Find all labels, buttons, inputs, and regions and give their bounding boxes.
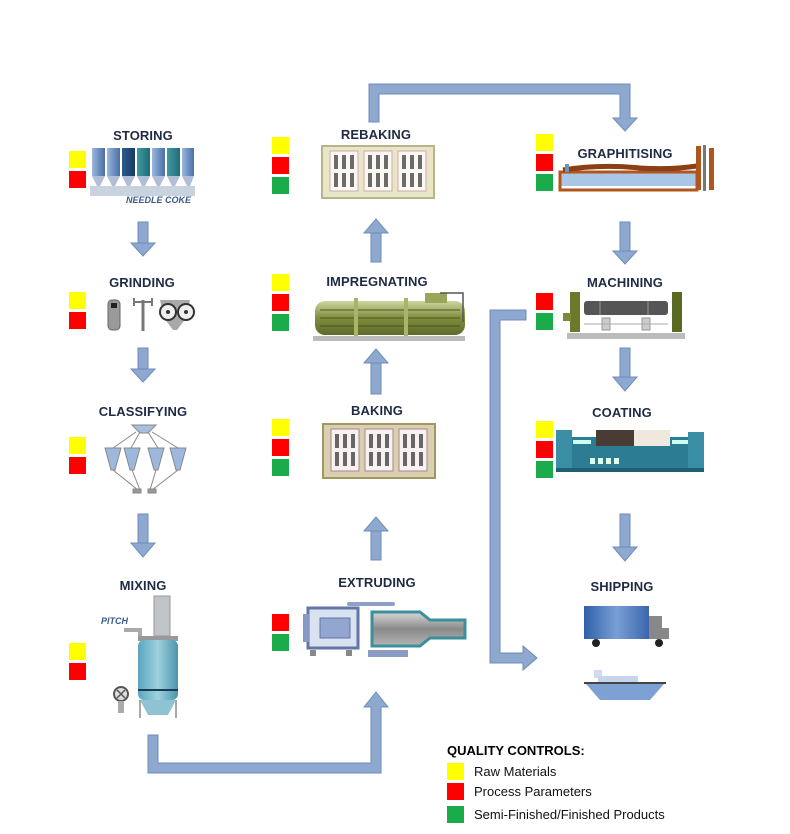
- step-label-storing: STORING: [113, 128, 173, 143]
- qc-marker-baking-process: [272, 439, 289, 456]
- arrow-coating-to-shipping: [611, 513, 639, 562]
- legend-label: Semi-Finished/Finished Products: [474, 806, 665, 822]
- grinding-mills-icon: [107, 298, 195, 331]
- arrow-grinding-to-classifying: [129, 347, 157, 383]
- step-label-grinding: GRINDING: [109, 275, 175, 290]
- step-label-mixing: MIXING: [119, 578, 167, 593]
- qc-marker-coating-raw: [536, 421, 553, 438]
- qc-marker-mixing-process: [69, 663, 86, 680]
- storing-silos-icon: [90, 148, 195, 196]
- arrow-graphitising-to-machining: [611, 221, 639, 265]
- step-label-machining: MACHINING: [586, 275, 663, 290]
- qc-marker-graphitising-finished: [536, 174, 553, 191]
- rebaking-furnace-icon: [321, 145, 435, 199]
- graphitising-furnace-icon: [558, 145, 714, 192]
- mixing-tank-icon: [113, 595, 178, 718]
- qc-marker-machining-finished: [536, 313, 553, 330]
- qc-marker-storing-raw: [69, 151, 86, 168]
- step-label-rebaking: REBAKING: [340, 127, 412, 142]
- step-sublabel-pitch: PITCH: [101, 616, 128, 626]
- qc-marker-coating-finished: [536, 461, 553, 478]
- step-label-extruding: EXTRUDING: [338, 575, 416, 590]
- qc-marker-rebaking-finished: [272, 177, 289, 194]
- qc-marker-extruding-process: [272, 614, 289, 631]
- step-label-coating: COATING: [592, 405, 652, 420]
- coating-machine-icon: [556, 430, 704, 472]
- arrow-impregnating-to-rebaking: [362, 218, 390, 263]
- legend-item-finished-products: Semi-Finished/Finished Products: [447, 805, 665, 823]
- extruder-icon: [303, 602, 467, 657]
- legend-item-process-parameters: Process Parameters: [447, 782, 592, 800]
- qc-marker-mixing-raw: [69, 643, 86, 660]
- qc-marker-grinding-process: [69, 312, 86, 329]
- arrow-storing-to-grinding: [129, 221, 157, 257]
- qc-marker-grinding-raw: [69, 292, 86, 309]
- qc-marker-impregnating-raw: [272, 274, 289, 291]
- qc-marker-graphitising-process: [536, 154, 553, 171]
- ship-icon: [584, 670, 666, 700]
- qc-marker-baking-raw: [272, 419, 289, 436]
- arrow-mixing-to-extruding: [147, 691, 390, 774]
- qc-marker-extruding-finished: [272, 634, 289, 651]
- arrow-rebaking-to-graphitising: [368, 83, 639, 132]
- qc-marker-impregnating-process: [272, 294, 289, 311]
- qc-marker-classifying-process: [69, 457, 86, 474]
- arrow-machining-to-coating: [611, 347, 639, 392]
- qc-marker-baking-finished: [272, 459, 289, 476]
- qc-marker-impregnating-finished: [272, 314, 289, 331]
- arrow-classifying-to-mixing: [129, 513, 157, 558]
- qc-marker-storing-process: [69, 171, 86, 188]
- arrow-extruding-to-baking: [362, 516, 390, 561]
- legend-title: QUALITY CONTROLS:: [447, 743, 585, 758]
- shipping-icons: [584, 606, 669, 700]
- arrow-baking-to-impregnating: [362, 348, 390, 395]
- legend-item-raw-materials: Raw Materials: [447, 762, 556, 780]
- qc-marker-classifying-raw: [69, 437, 86, 454]
- qc-marker-coating-process: [536, 441, 553, 458]
- legend-label: Raw Materials: [474, 763, 557, 779]
- machining-lathe-icon: [563, 292, 685, 339]
- legend-label: Process Parameters: [474, 783, 592, 799]
- arrow-bypass-to-shipping: [489, 309, 538, 672]
- step-label-graphitising: GRAPHITISING: [577, 146, 673, 161]
- step-label-shipping: SHIPPING: [590, 579, 654, 594]
- qc-marker-rebaking-process: [272, 157, 289, 174]
- qc-marker-machining-process: [536, 293, 553, 310]
- qc-marker-graphitising-raw: [536, 134, 553, 151]
- qc-marker-rebaking-raw: [272, 137, 289, 154]
- step-label-impregnating: IMPREGNATING: [326, 274, 428, 289]
- impregnating-autoclave-icon: [313, 292, 465, 341]
- legend-swatch-red: [447, 782, 464, 800]
- step-label-classifying: CLASSIFYING: [98, 404, 188, 419]
- truck-icon: [584, 606, 669, 647]
- legend-swatch-yellow: [447, 762, 464, 780]
- flow-arrows: [129, 83, 639, 774]
- step-sublabel-needle-coke: NEEDLE COKE: [126, 195, 192, 205]
- step-label-baking: BAKING: [351, 403, 403, 418]
- classifying-funnels-icon: [104, 424, 187, 494]
- baking-furnace-icon: [322, 423, 436, 479]
- legend-swatch-green: [447, 805, 464, 823]
